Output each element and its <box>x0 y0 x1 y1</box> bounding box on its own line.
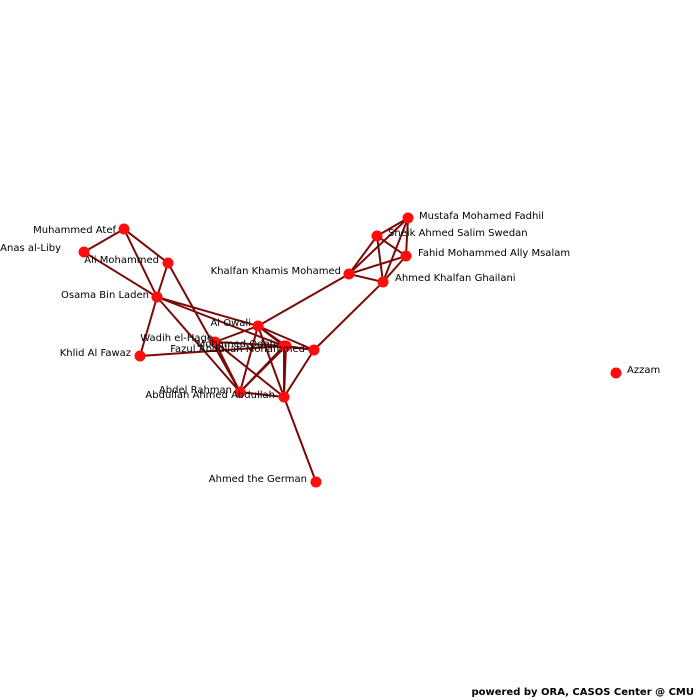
node-label-odeh: Mohamed Odeh <box>197 339 276 350</box>
node-owali[interactable] <box>252 320 264 332</box>
edge-m2-abdullah <box>283 349 315 398</box>
node-label-rahman: Abdel Rahman <box>159 385 232 396</box>
edge-osama-rahman <box>156 296 241 393</box>
edge-owali-khalfan <box>257 273 350 327</box>
node-khalfan[interactable] <box>343 268 355 280</box>
node-fawaz[interactable] <box>134 350 146 362</box>
node-label-fazul: Fazul Abdullah Mohammed <box>170 344 305 355</box>
edge-fazul-abdullah <box>283 345 287 398</box>
edge-atef-osama <box>123 228 158 298</box>
node-label-alimoh: Ali Mohammed <box>84 255 159 266</box>
node-label-atef: Muhammed Atef <box>33 225 116 236</box>
node-rahman[interactable] <box>234 386 246 398</box>
edge-owali-m2 <box>257 325 315 351</box>
node-label-wadih: Wadih el-Hage <box>140 333 213 344</box>
node-ghailani[interactable] <box>377 276 389 288</box>
edge-swedan-fadhil <box>376 217 409 237</box>
node-azzam[interactable] <box>610 367 622 379</box>
edge-fadhil-msalam <box>405 217 409 257</box>
node-m2[interactable] <box>308 344 320 356</box>
node-label-azzam: Azzam <box>627 365 660 376</box>
edge-owali-wadih <box>214 325 259 343</box>
edge-wadih-fazul <box>214 341 287 347</box>
edge-m2-ghailani <box>313 281 384 351</box>
node-abdullah[interactable] <box>278 391 290 403</box>
node-label-fadhil: Mustafa Mohamed Fadhil <box>419 211 544 222</box>
node-label-german: Ahmed the German <box>209 474 307 485</box>
node-label-khalfan: Khalfan Khamis Mohamed <box>211 266 341 277</box>
edge-swedan-msalam <box>376 235 407 257</box>
node-label-ghailani: Ahmed Khalfan Ghailani <box>395 273 516 284</box>
edge-wadih-abdullah <box>214 341 285 398</box>
edge-fawaz-odeh <box>139 345 285 357</box>
edge-fazul-rahman <box>239 345 287 393</box>
edge-alimoh-rahman <box>167 262 241 393</box>
edge-rahman-abdullah <box>239 391 285 398</box>
node-label-swedan: Sheik Ahmed Salim Swedan <box>388 228 528 239</box>
footer-credit: powered by ORA, CASOS Center @ CMU <box>471 687 694 698</box>
node-label-liby: Anas al-Liby <box>0 243 61 254</box>
node-wadih[interactable] <box>209 336 221 348</box>
edge-alimoh-osama <box>156 262 169 298</box>
node-label-msalam: Fahid Mohammed Ally Msalam <box>418 248 570 259</box>
node-label-abdullah: Abdullah Ahmed Abdullah <box>145 390 275 401</box>
node-label-owali: Al Owali <box>210 318 251 329</box>
node-atef[interactable] <box>118 223 130 235</box>
node-alimoh[interactable] <box>162 257 174 269</box>
node-liby[interactable] <box>78 246 90 258</box>
edge-osama-owali <box>156 296 259 327</box>
edge-khalfan-msalam <box>348 255 407 275</box>
edge-osama-fawaz <box>139 296 158 357</box>
node-msalam[interactable] <box>400 250 412 262</box>
nodes-layer <box>78 212 622 488</box>
edge-khalfan-ghailani <box>348 273 384 283</box>
edge-liby-atef <box>83 228 125 253</box>
node-label-osama: Osama Bin Laden <box>61 290 149 301</box>
edge-swedan-ghailani <box>376 235 384 283</box>
node-osama[interactable] <box>151 291 163 303</box>
edge-atef-alimoh <box>123 228 169 264</box>
edge-msalam-ghailani <box>382 255 407 283</box>
node-fazul[interactable] <box>280 340 292 352</box>
node-german[interactable] <box>310 476 322 488</box>
edge-fadhil-ghailani <box>382 217 409 283</box>
edge-wadih-rahman <box>214 341 241 393</box>
node-label-fawaz: Khlid Al Fawaz <box>60 348 131 359</box>
node-fadhil[interactable] <box>402 212 414 224</box>
edge-abdullah-german <box>283 396 317 483</box>
edge-liby-osama <box>83 251 158 298</box>
edge-owali-rahman <box>239 325 259 393</box>
node-swedan[interactable] <box>371 230 383 242</box>
edge-khalfan-swedan <box>348 235 378 275</box>
